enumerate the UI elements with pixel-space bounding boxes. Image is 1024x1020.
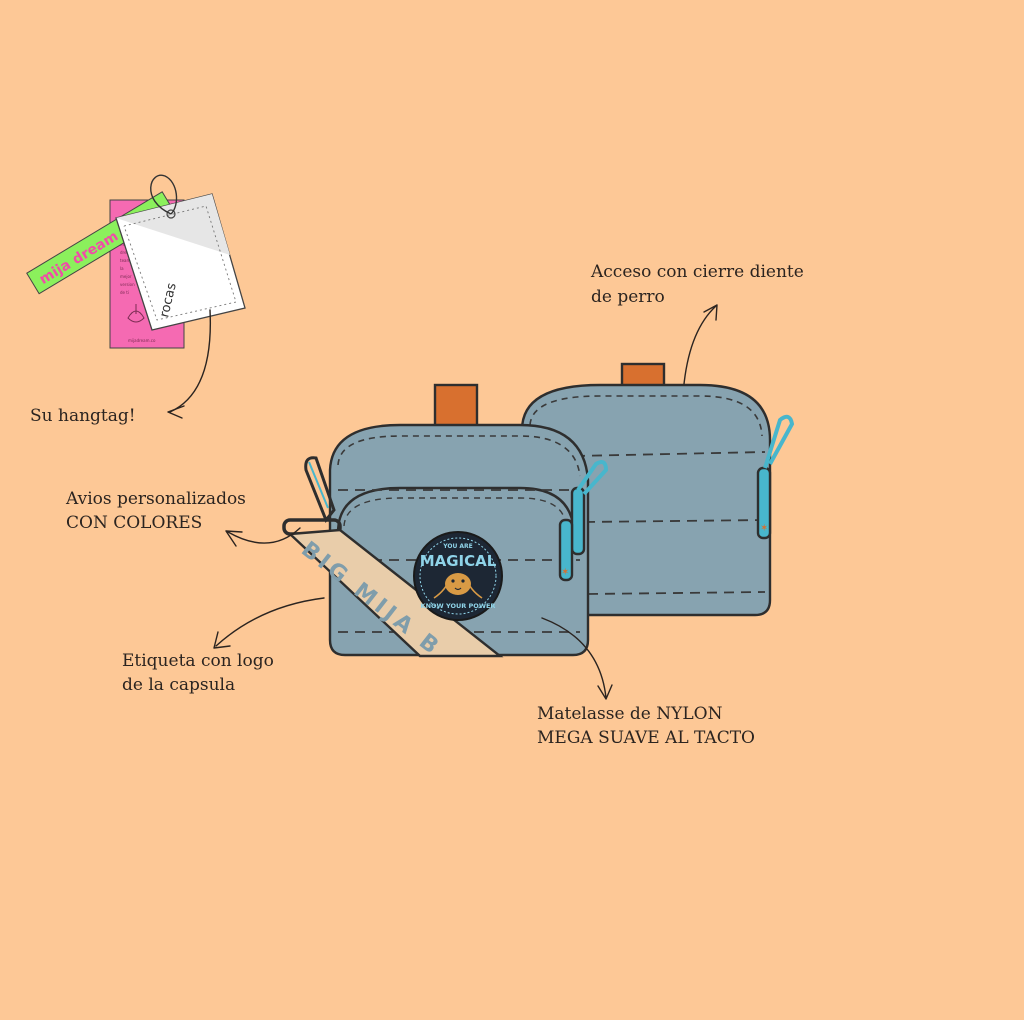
- pocket-zipper-line: [343, 497, 567, 527]
- clip-hook-icon: [304, 456, 336, 523]
- acceso-label-line1: Acceso con cierre diente: [590, 262, 804, 282]
- arrowhead: [225, 530, 243, 547]
- back-quilt-line: [574, 451, 766, 457]
- pink-tag-logo-icon: [127, 304, 145, 323]
- hangtag-illustration: mija dream team la mejor version de ti m…: [26, 174, 246, 349]
- annotations: Su hangtag! Avios personalizados CON COL…: [30, 262, 804, 748]
- etiqueta-label-line1: Etiqueta con logo: [122, 651, 274, 671]
- white-card-tag: rocas: [115, 193, 246, 331]
- etiqueta-arrow: [215, 597, 325, 647]
- front-zipper-line: [337, 435, 581, 477]
- front-zipper-pull: [570, 486, 586, 556]
- front-pocket-seam: [336, 486, 576, 531]
- back-zipper-line: [529, 395, 763, 437]
- arrowhead: [597, 684, 613, 700]
- back-quilt-line: [587, 591, 766, 595]
- leopard-face-icon: [433, 573, 483, 599]
- pink-tag-line: version: [120, 282, 135, 287]
- acceso-label-line2: de perro: [591, 287, 665, 307]
- matelasse-label-line2: MEGA SUAVE AL TACTO: [537, 728, 755, 748]
- matelasse-arrow: [541, 617, 607, 699]
- front-zipper-loop: [576, 460, 609, 496]
- hangtag-string: [150, 174, 178, 215]
- back-zipper-pull: [756, 466, 772, 540]
- shoulder-strap: [287, 528, 504, 658]
- hangtag-arrow: [169, 309, 212, 413]
- badge-main-text: MAGICAL: [420, 552, 497, 570]
- pink-tag-line: mejor: [120, 274, 132, 279]
- pink-tag-line: la: [120, 266, 124, 271]
- badge-top-text: YOU ARE: [442, 543, 473, 550]
- hangtag-label: Su hangtag!: [30, 406, 136, 426]
- badge-bottom-text: KNOW YOUR POWER: [421, 602, 496, 610]
- pink-tag-line: team: [120, 258, 130, 263]
- front-bag: ✶ BIG MIJA B YOU ARE MAGICAL KNOW YOUR P…: [282, 383, 609, 662]
- etiqueta-label-line2: de la capsula: [122, 675, 235, 695]
- arrowhead: [703, 304, 718, 321]
- avios-label-line2: CON COLORES: [66, 513, 202, 533]
- avios-label-line1: Avios personalizados: [65, 489, 246, 509]
- back-quilt-line: [584, 519, 766, 523]
- pink-tag-line: de ti: [120, 290, 129, 295]
- matelasse-label-line1: Matelasse de NYLON: [537, 704, 723, 724]
- pink-tag-footer: mijadream.co: [128, 338, 156, 343]
- arrowhead: [213, 631, 231, 649]
- acceso-arrow: [683, 305, 717, 385]
- back-zipper-loop: [763, 414, 795, 469]
- avios-arrow: [227, 527, 301, 544]
- card-eyelet: [166, 209, 176, 219]
- pocket-zipper-pull: [558, 518, 574, 582]
- clip-accent: [308, 461, 329, 509]
- zipper-star-icon: ✶: [561, 567, 569, 578]
- capsule-logo-badge: YOU ARE MAGICAL KNOW YOUR POWER: [413, 531, 503, 621]
- zipper-star-icon: ✶: [760, 523, 768, 534]
- arrowhead: [167, 405, 185, 419]
